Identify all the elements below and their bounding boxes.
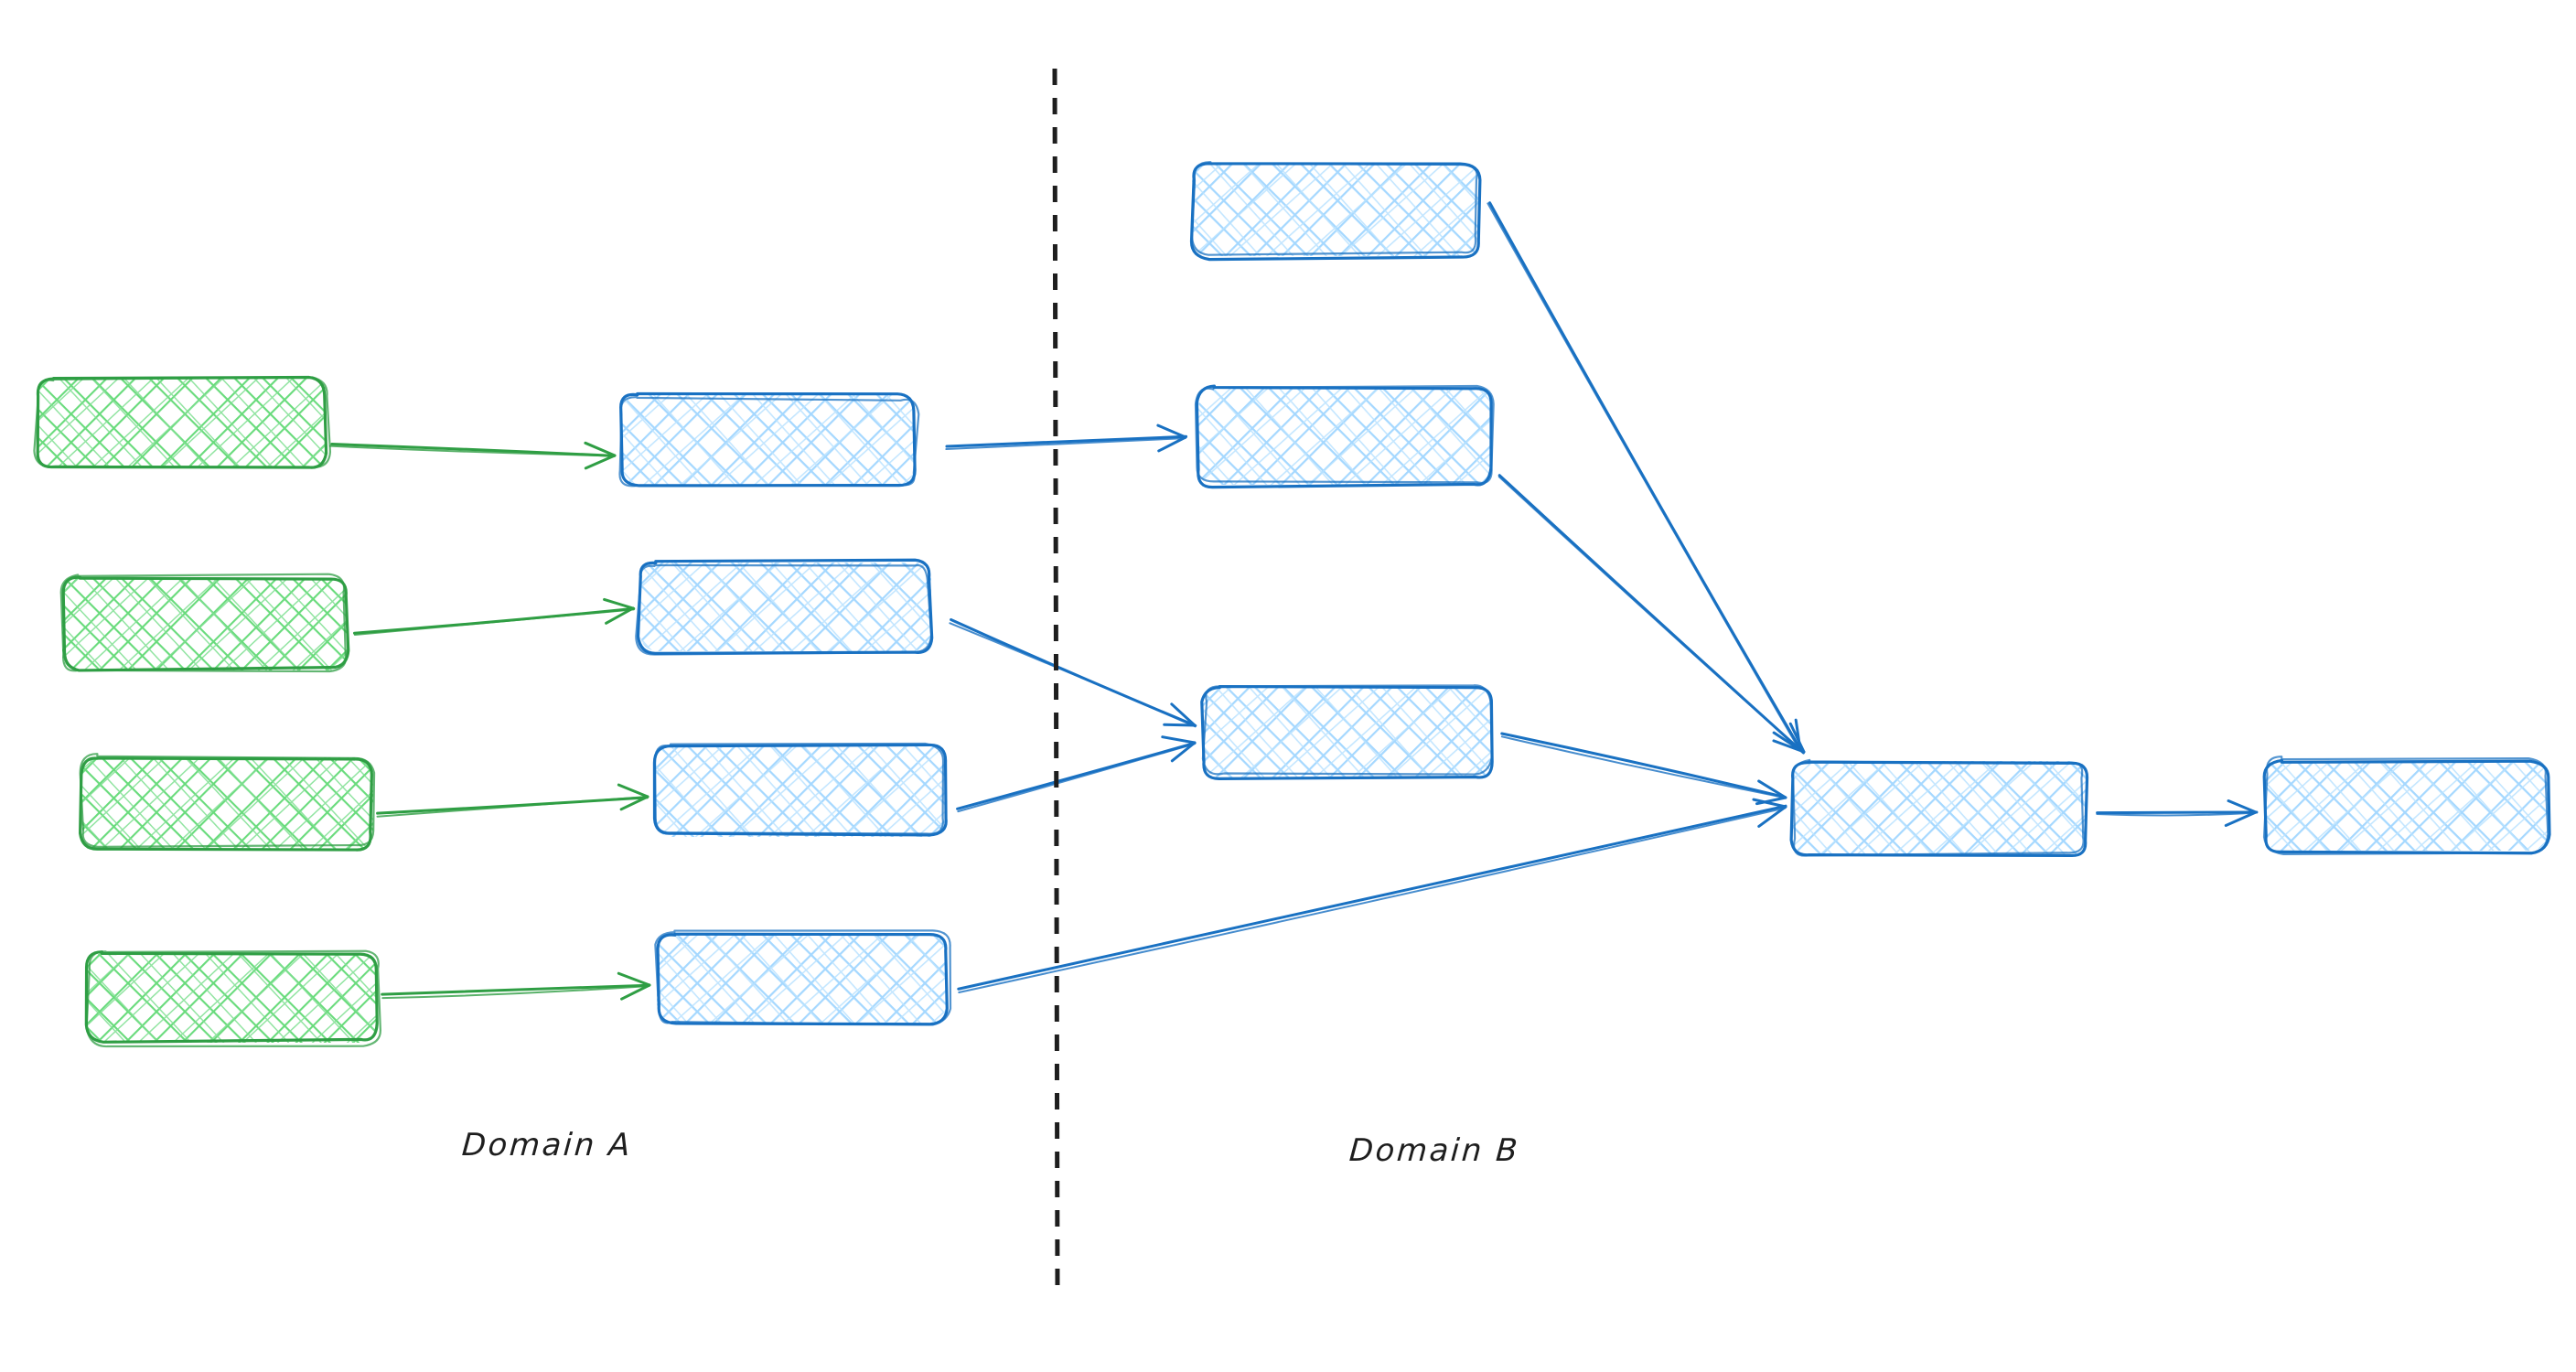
node-c3[interactable] [1200,684,1494,780]
domain-divider [1052,68,1060,1292]
edge-c3-d1 [1500,732,1787,806]
edge-c2-d1 [1497,474,1806,755]
edge-b4-d1 [957,798,1787,994]
edge-c1-d1 [1487,201,1802,752]
edge-a1-b1 [328,441,617,470]
edge-b2-c3 [949,617,1197,728]
edge-d1-e1 [2096,799,2259,827]
node-c1[interactable] [1189,161,1482,262]
node-a4[interactable] [84,949,381,1048]
divider-layer [1052,68,1060,1292]
edge-b1-c2 [945,423,1188,453]
domain-a-label: Domain A [460,1127,634,1163]
edge-layer [328,201,2259,1001]
node-layer [33,161,2551,1048]
node-b3[interactable] [652,742,948,837]
node-d1[interactable] [1789,758,2089,857]
node-a3[interactable] [79,753,376,852]
node-b2[interactable] [635,558,934,656]
node-b4[interactable] [654,929,952,1026]
node-a2[interactable] [59,573,350,673]
edge-a4-b4 [381,971,651,1001]
node-c2[interactable] [1194,384,1495,489]
node-a1[interactable] [33,375,332,469]
domain-b-label: Domain B [1347,1132,1521,1169]
edge-a2-b2 [352,597,636,637]
node-e1[interactable] [2262,756,2551,855]
edge-b3-c3 [956,735,1197,813]
node-b1[interactable] [618,391,920,488]
edge-a3-b3 [376,783,649,818]
